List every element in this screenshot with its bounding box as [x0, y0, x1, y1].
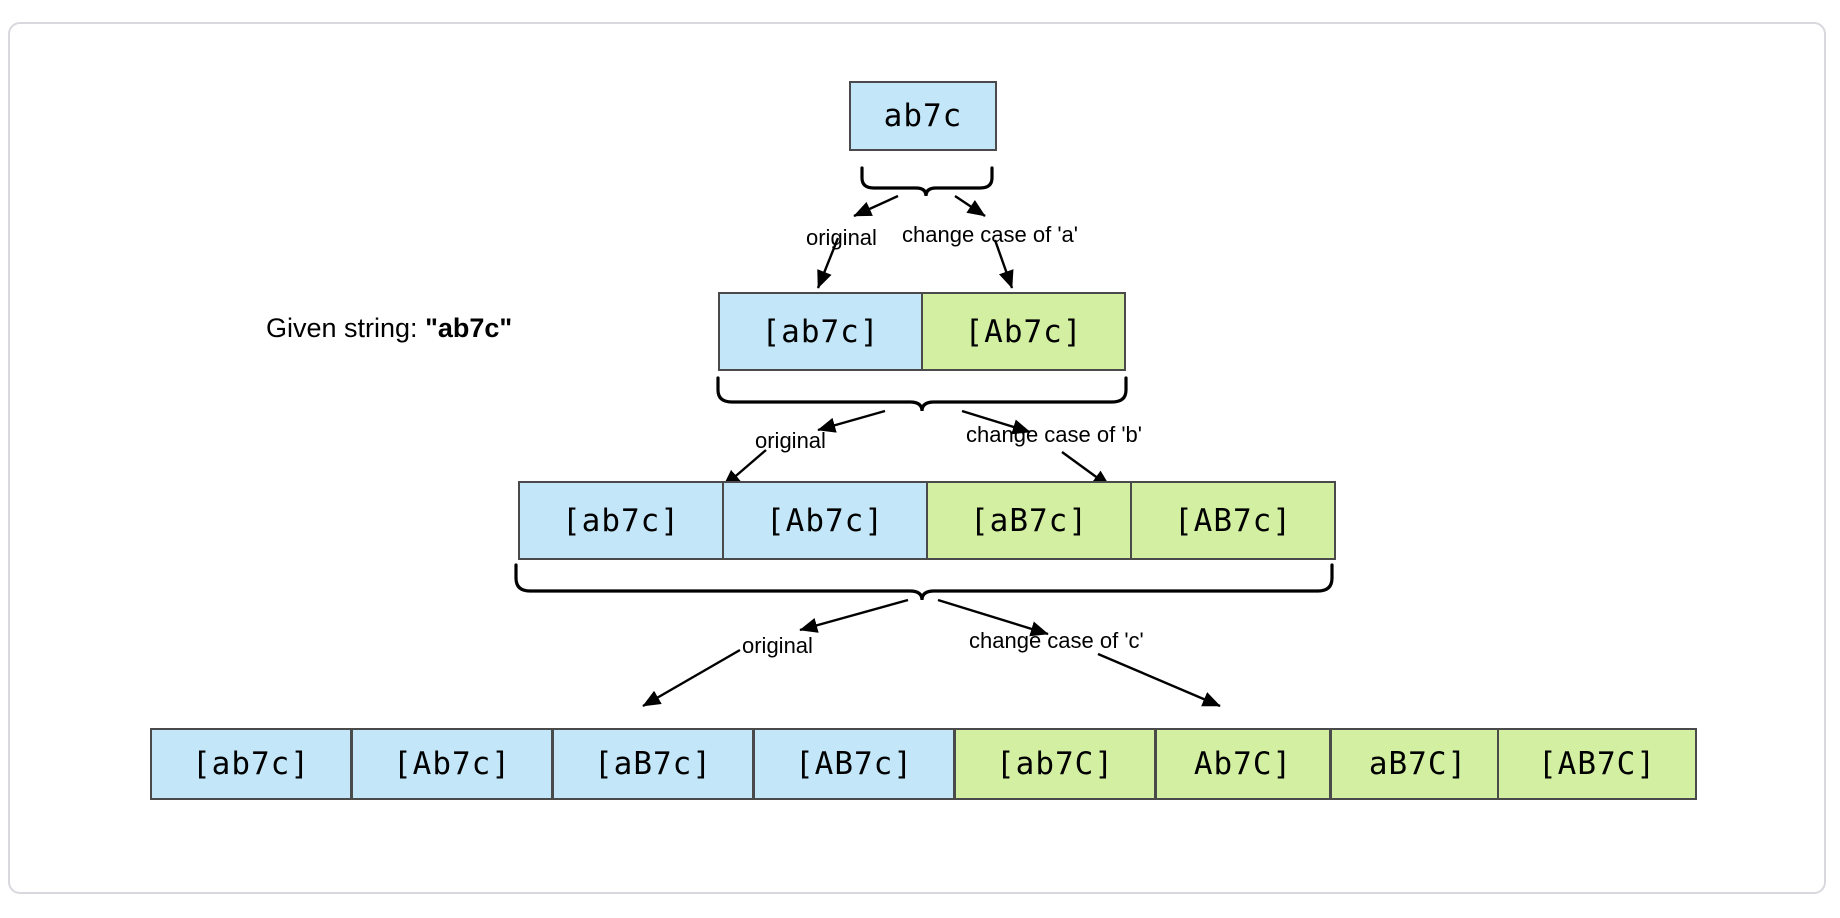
node-level3-1[interactable]: [Ab7c]	[351, 728, 553, 800]
given-string-value: "ab7c"	[425, 313, 513, 343]
node-label: [AB7C]	[1538, 746, 1656, 782]
node-level3-5[interactable]: Ab7C]	[1155, 728, 1331, 800]
node-label: [AB7c]	[1174, 502, 1292, 539]
edge-label-l1-left: original	[806, 225, 877, 250]
node-level1-1[interactable]: [Ab7c]	[921, 292, 1126, 371]
node-level3-3[interactable]: [AB7c]	[753, 728, 955, 800]
node-level3-4[interactable]: [ab7C]	[954, 728, 1156, 800]
node-label: [ab7c]	[761, 313, 880, 350]
node-label: [Ab7c]	[964, 313, 1083, 350]
given-string-prefix: Given string:	[266, 313, 426, 343]
node-level2-2[interactable]: [aB7c]	[926, 481, 1132, 560]
node-level2-3[interactable]: [AB7c]	[1130, 481, 1336, 560]
edge-label-l2-right: change case of 'b'	[966, 422, 1142, 447]
node-level2-1[interactable]: [Ab7c]	[722, 481, 928, 560]
node-label: Ab7C]	[1193, 746, 1293, 782]
edge-label-l1-right: change case of 'a'	[902, 222, 1078, 247]
node-label: [Ab7c]	[766, 502, 884, 539]
node-level2-0[interactable]: [ab7c]	[518, 481, 724, 560]
node-label: [ab7c]	[562, 502, 680, 539]
node-level3-2[interactable]: [aB7c]	[552, 728, 754, 800]
edge-label-l2-left: original	[755, 428, 826, 453]
node-label: [aB7c]	[970, 502, 1088, 539]
node-label: [Ab7c]	[393, 746, 511, 782]
node-label: [ab7C]	[996, 746, 1114, 782]
node-level0-0[interactable]: ab7c	[849, 81, 997, 151]
node-level3-7[interactable]: [AB7C]	[1497, 728, 1697, 800]
node-label: aB7C]	[1368, 746, 1468, 782]
edge-label-l3-left: original	[742, 633, 813, 658]
node-level1-0[interactable]: [ab7c]	[718, 292, 923, 371]
node-label: [AB7c]	[795, 746, 913, 782]
node-label: [aB7c]	[594, 746, 712, 782]
node-label: ab7c	[883, 98, 963, 134]
node-label: [ab7c]	[192, 746, 310, 782]
node-level3-0[interactable]: [ab7c]	[150, 728, 352, 800]
given-string-label: Given string: "ab7c"	[266, 313, 512, 344]
edge-label-l3-right: change case of 'c'	[969, 628, 1144, 653]
node-level3-6[interactable]: aB7C]	[1330, 728, 1506, 800]
